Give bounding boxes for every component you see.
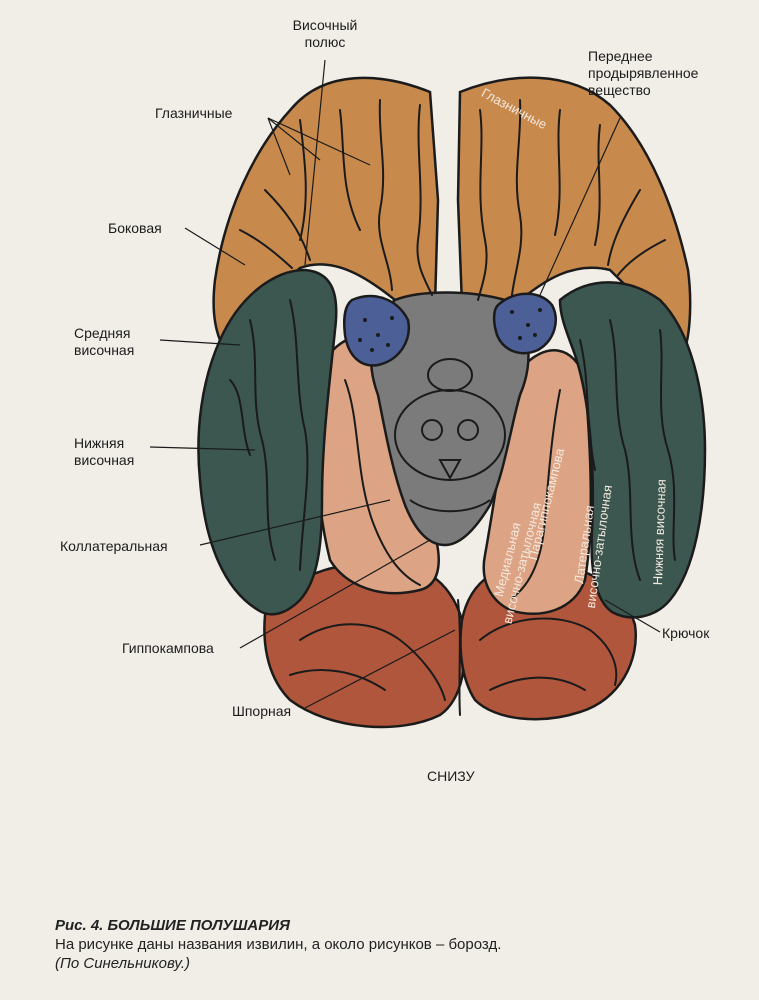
label-calcarine: Шпорная bbox=[232, 703, 292, 719]
caption-source: (По Синельникову.) bbox=[55, 955, 191, 972]
label-inferior-temporal-left: Нижняя височная bbox=[74, 435, 135, 468]
caption-text: На рисунке даны названия извилин, а окол… bbox=[55, 936, 502, 953]
figure-caption: Рис. 4. БОЛЬШИЕ ПОЛУШАРИЯ На рисунке дан… bbox=[55, 916, 745, 973]
left-temporal-lobe bbox=[197, 268, 338, 616]
label-middle-temporal: Средняя височная bbox=[74, 325, 135, 358]
label-uncus: Крючок bbox=[662, 625, 710, 641]
label-view-bottom: СНИЗУ bbox=[427, 768, 475, 784]
leader-lines bbox=[149, 59, 661, 709]
left-anterior-perforated-substance bbox=[343, 294, 410, 367]
label-anterior-perforated: Переднее продырявленное вещество bbox=[588, 48, 699, 98]
perforated-dots bbox=[358, 308, 542, 352]
caption-title: Рис. 4. БОЛЬШИЕ ПОЛУШАРИЯ bbox=[55, 917, 290, 934]
label-lateral: Боковая bbox=[108, 220, 162, 236]
right-anterior-perforated-substance bbox=[492, 292, 557, 355]
sulci-lines bbox=[229, 99, 676, 716]
brainstem-details bbox=[394, 358, 506, 513]
right-frontal-lobe bbox=[456, 76, 692, 348]
right-temporal-lobe bbox=[558, 281, 707, 619]
label-hippocampal: Гиппокампова bbox=[122, 640, 214, 656]
label-temporal-pole: Височный полюс bbox=[292, 17, 358, 50]
label-orbital-left: Глазничные bbox=[155, 105, 233, 121]
label-collateral: Коллатеральная bbox=[60, 538, 168, 554]
